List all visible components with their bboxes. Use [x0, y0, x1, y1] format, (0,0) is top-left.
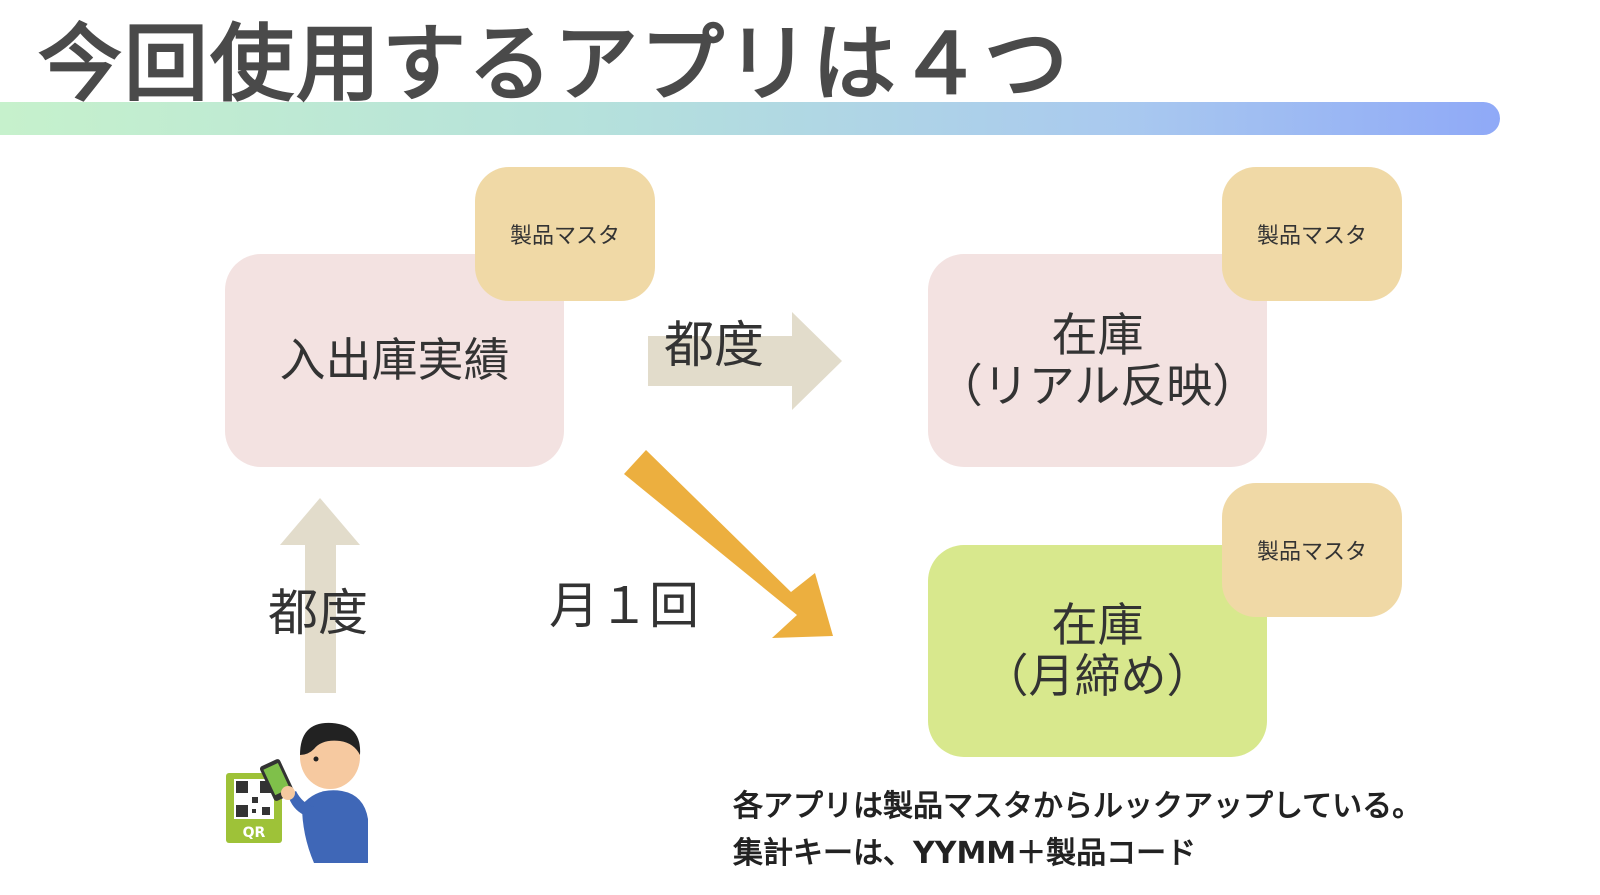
box-zaiko-getsu-label: 在庫 （月締め） [982, 598, 1213, 703]
badge-label: 製品マスタ [1256, 540, 1367, 565]
arrow-right-icon [648, 312, 842, 410]
badge-seihin-master-3: 製品マスタ [1222, 483, 1402, 617]
box-zaiko-real-label: 在庫 （リアル反映） [936, 307, 1259, 413]
badge-label: 製品マスタ [509, 224, 620, 249]
badge-label: 製品マスタ [1256, 224, 1367, 249]
label-tsudo-right: 都度 [664, 316, 764, 374]
slide-title: 今回使用するアプリは４つ [38, 15, 1071, 113]
label-monthly: 月１回 [549, 577, 699, 635]
box-zaiko-getsu: 在庫 （月締め） [928, 545, 1267, 757]
box-zaiko-real: 在庫 （リアル反映） [928, 254, 1267, 467]
qr-label: QR [243, 825, 266, 841]
note-text: 各アプリは製品マスタからルックアップしている。 集計キーは、YYMM＋製品コード [733, 784, 1422, 877]
title-underline-bar [0, 102, 1500, 135]
person-scanning-qr-icon: QR [226, 722, 368, 863]
arrow-up-icon [280, 498, 360, 693]
note-line-2: 集計キーは、YYMM＋製品コード [733, 835, 1197, 871]
note-line-1: 各アプリは製品マスタからルックアップしている。 [733, 789, 1423, 824]
badge-seihin-master-1: 製品マスタ [475, 167, 655, 301]
badge-seihin-master-2: 製品マスタ [1222, 167, 1402, 301]
arrow-diagonal-icon [624, 450, 833, 638]
box-nyushukko-label: 入出庫実績 [279, 333, 510, 388]
label-tsudo-up: 都度 [268, 584, 368, 642]
